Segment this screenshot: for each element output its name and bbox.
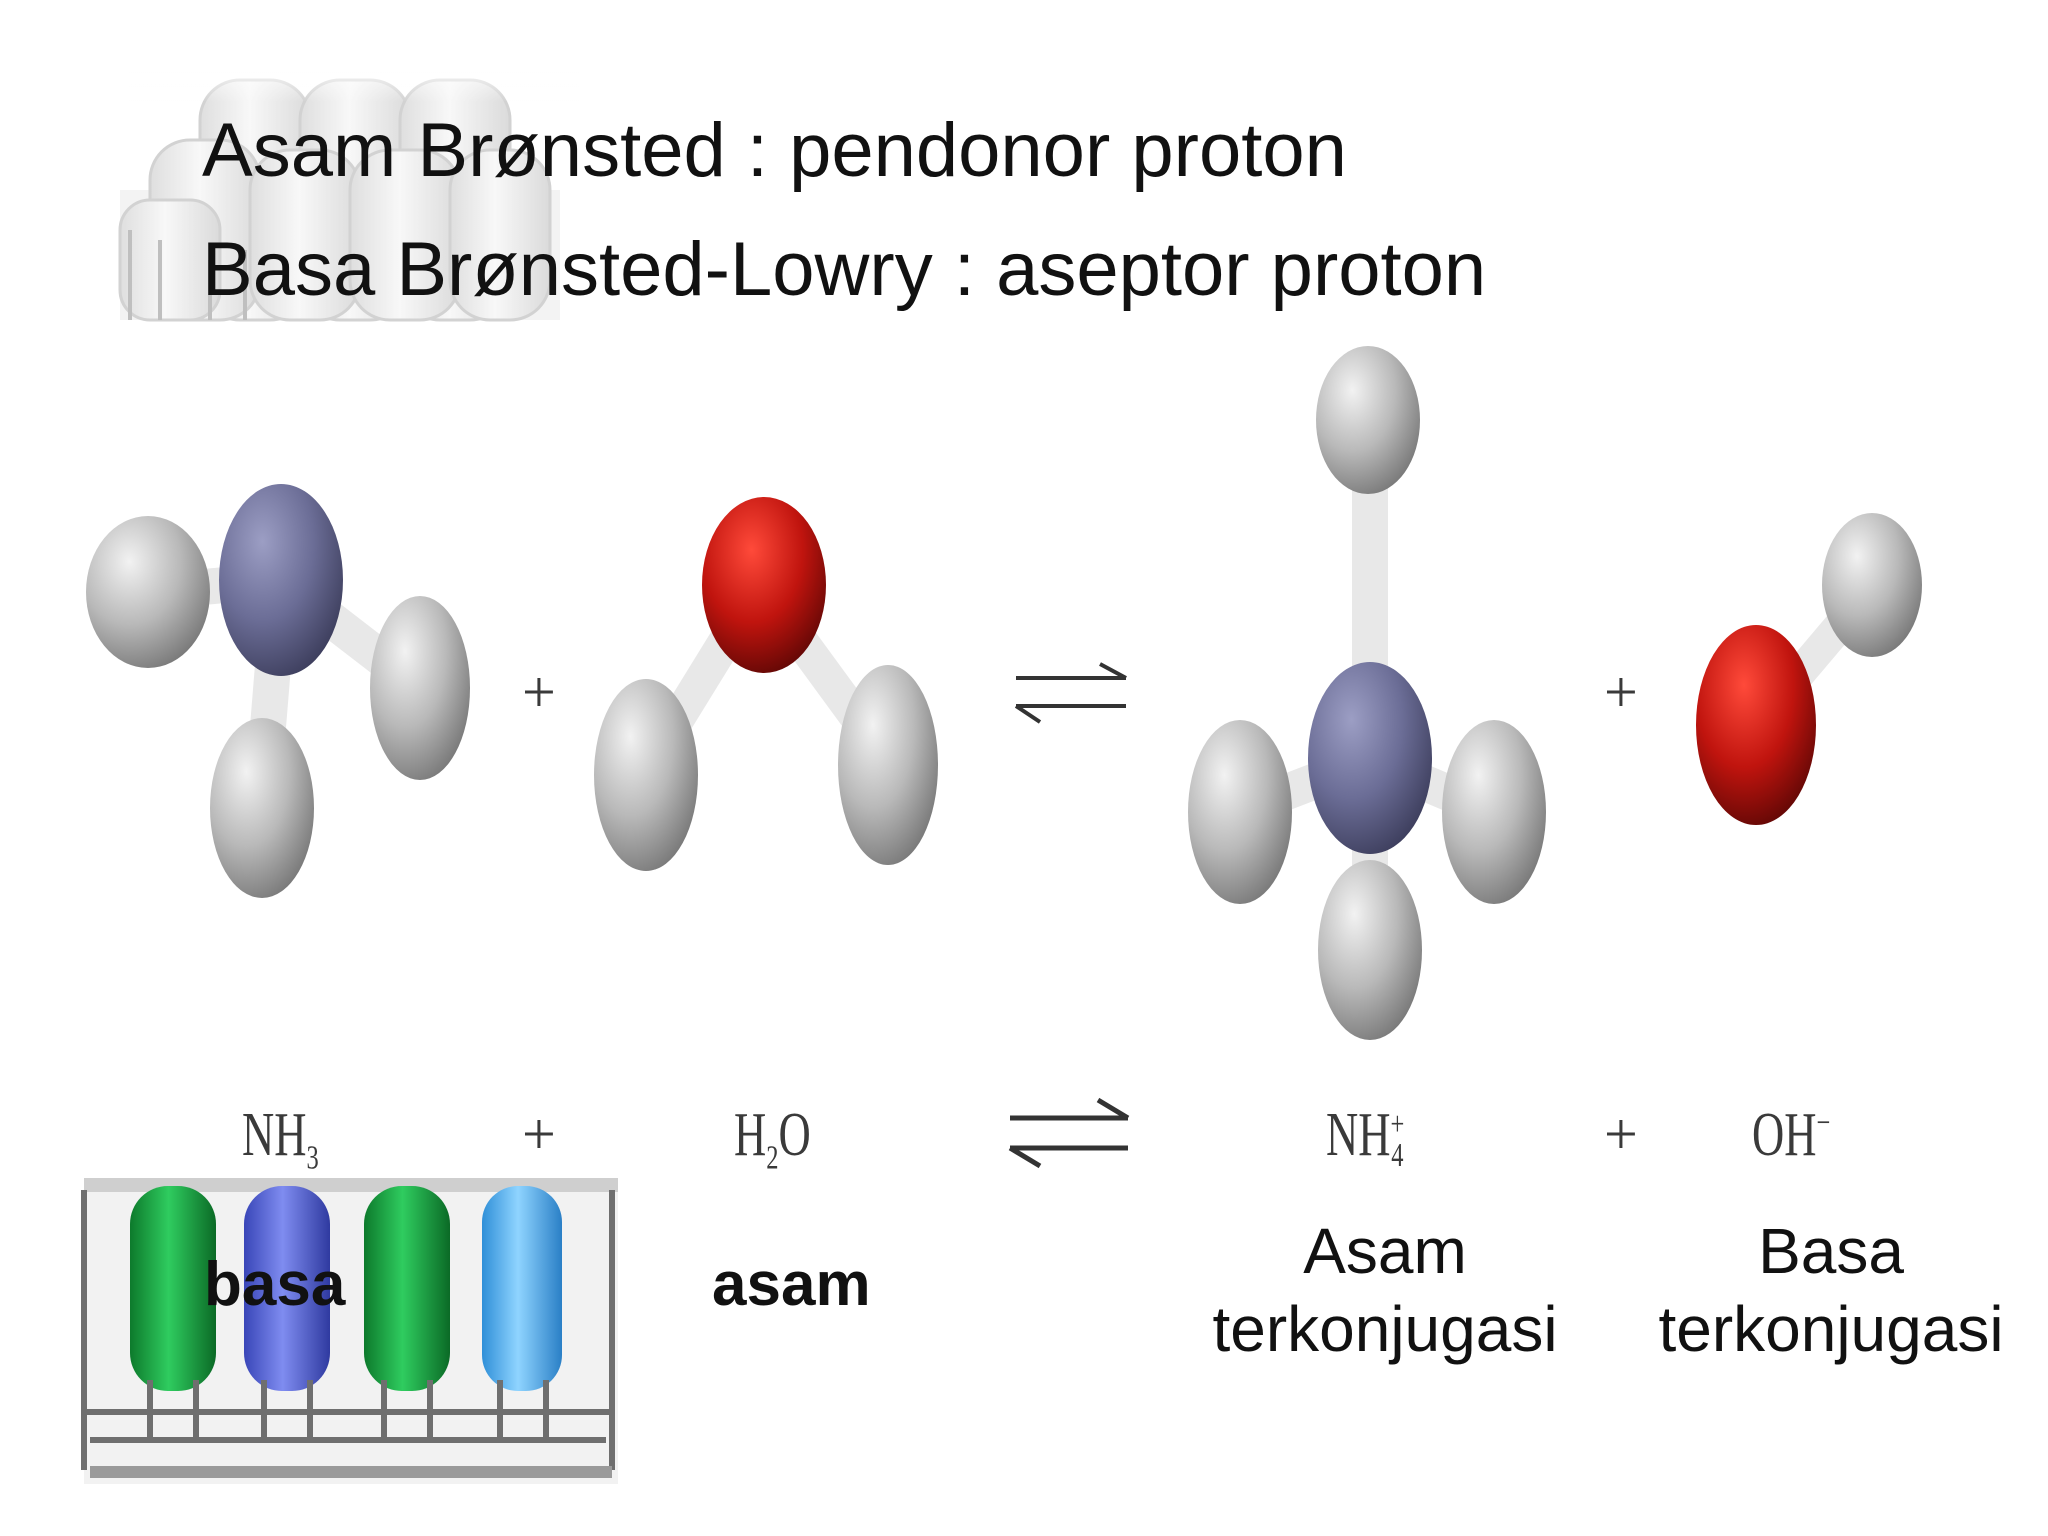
plus-sign: + bbox=[522, 1101, 556, 1167]
nitrogen-atom bbox=[1308, 662, 1432, 854]
hydrogen-atom bbox=[1188, 720, 1292, 904]
title-line-acid: Asam Brønsted : pendonor proton bbox=[202, 108, 1347, 193]
formula-ammonium: NH+4 bbox=[1326, 1101, 1405, 1174]
label-conjugate-base: Basa terkonjugasi bbox=[1658, 1215, 2004, 1366]
oxygen-atom bbox=[702, 497, 826, 673]
hydrogen-atom bbox=[86, 516, 210, 668]
label-conjugate-acid: Asam terkonjugasi bbox=[1212, 1215, 1558, 1366]
title-line-base: Basa Brønsted-Lowry : aseptor proton bbox=[202, 227, 1487, 312]
label-base: basa bbox=[204, 1250, 346, 1319]
hydrogen-atom bbox=[370, 596, 470, 780]
equilibrium-arrow-icon bbox=[1014, 662, 1127, 724]
hydrogen-atom bbox=[838, 665, 938, 865]
plus-sign: + bbox=[1604, 1101, 1638, 1167]
hydrogen-atom bbox=[210, 718, 314, 898]
equilibrium-arrow-icon bbox=[1008, 1097, 1130, 1169]
oxygen-atom bbox=[1696, 625, 1816, 825]
label-acid: asam bbox=[712, 1250, 871, 1319]
hydroxide-molecule-model bbox=[1696, 513, 1922, 825]
hydrogen-atom bbox=[1316, 346, 1420, 494]
formula-ammonia: NH3 bbox=[242, 1101, 319, 1177]
hydrogen-atom bbox=[1318, 860, 1422, 1040]
formula-water: H2O bbox=[734, 1101, 811, 1177]
ammonium-molecule-model bbox=[1188, 346, 1546, 1040]
ammonia-molecule-model bbox=[86, 484, 470, 898]
nitrogen-atom bbox=[219, 484, 343, 676]
plus-sign: + bbox=[522, 659, 556, 725]
hydrogen-atom bbox=[1442, 720, 1546, 904]
hydrogen-atom bbox=[1822, 513, 1922, 657]
formula-hydroxide: OH− bbox=[1752, 1101, 1831, 1169]
plus-sign: + bbox=[1604, 659, 1638, 725]
water-molecule-model bbox=[594, 497, 938, 871]
hydrogen-atom bbox=[594, 679, 698, 871]
